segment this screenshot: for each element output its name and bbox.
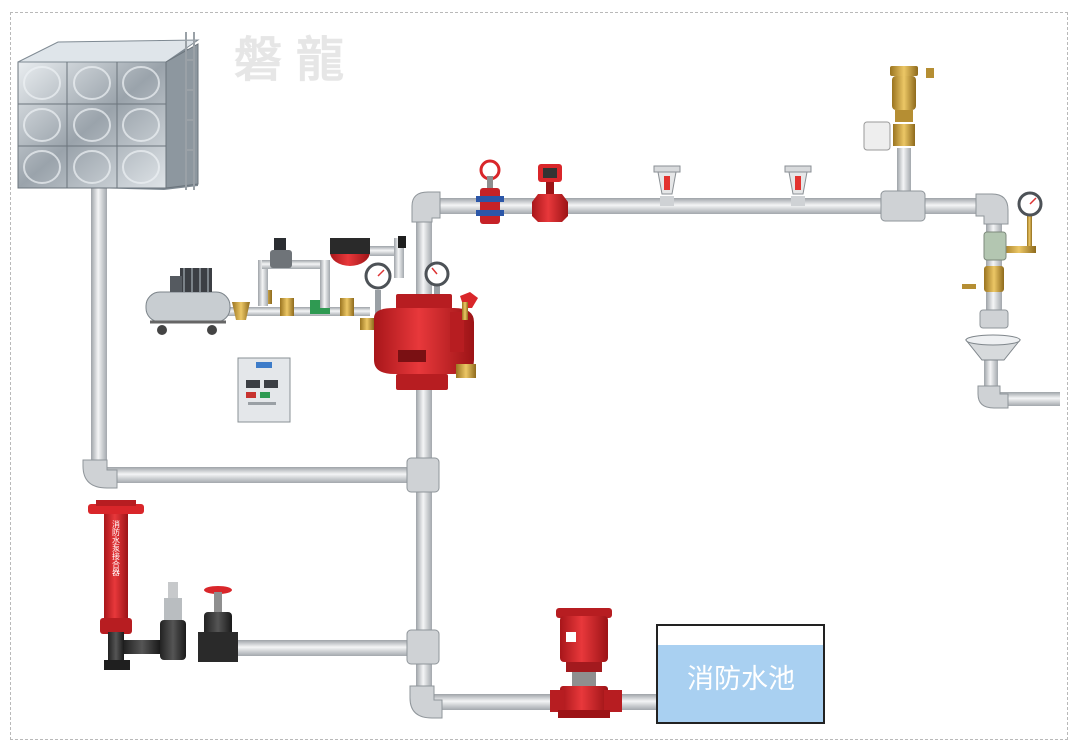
watermark-logo: 磐龍 bbox=[234, 32, 359, 88]
air-compressor bbox=[145, 268, 231, 335]
gate-valve-hydrant bbox=[198, 586, 238, 662]
sprinkler-head-2 bbox=[784, 165, 812, 206]
diagram-border bbox=[10, 12, 1068, 740]
fire-pump-adapter: 消防水泵接合器 bbox=[88, 500, 160, 670]
air-supply-valves bbox=[232, 238, 354, 320]
water-pool-label: 消防水池 bbox=[687, 664, 795, 695]
water-flow-indicator bbox=[532, 164, 568, 222]
signal-gate-valve bbox=[476, 159, 504, 224]
fire-pump bbox=[550, 608, 622, 718]
drain-funnel bbox=[964, 334, 1022, 361]
control-cabinet bbox=[237, 357, 291, 423]
pipe-fittings bbox=[82, 190, 1009, 719]
fire-water-pool bbox=[656, 624, 825, 724]
automatic-air-release-valve bbox=[863, 66, 934, 151]
dry-alarm-valve-group bbox=[330, 236, 478, 390]
end-test-device bbox=[962, 191, 1043, 292]
adapter-vertical-label: 消防水泵接合器 bbox=[112, 519, 121, 577]
sprinkler-head-1 bbox=[653, 165, 681, 206]
roof-water-tank bbox=[17, 32, 200, 190]
safety-valve bbox=[160, 582, 186, 660]
